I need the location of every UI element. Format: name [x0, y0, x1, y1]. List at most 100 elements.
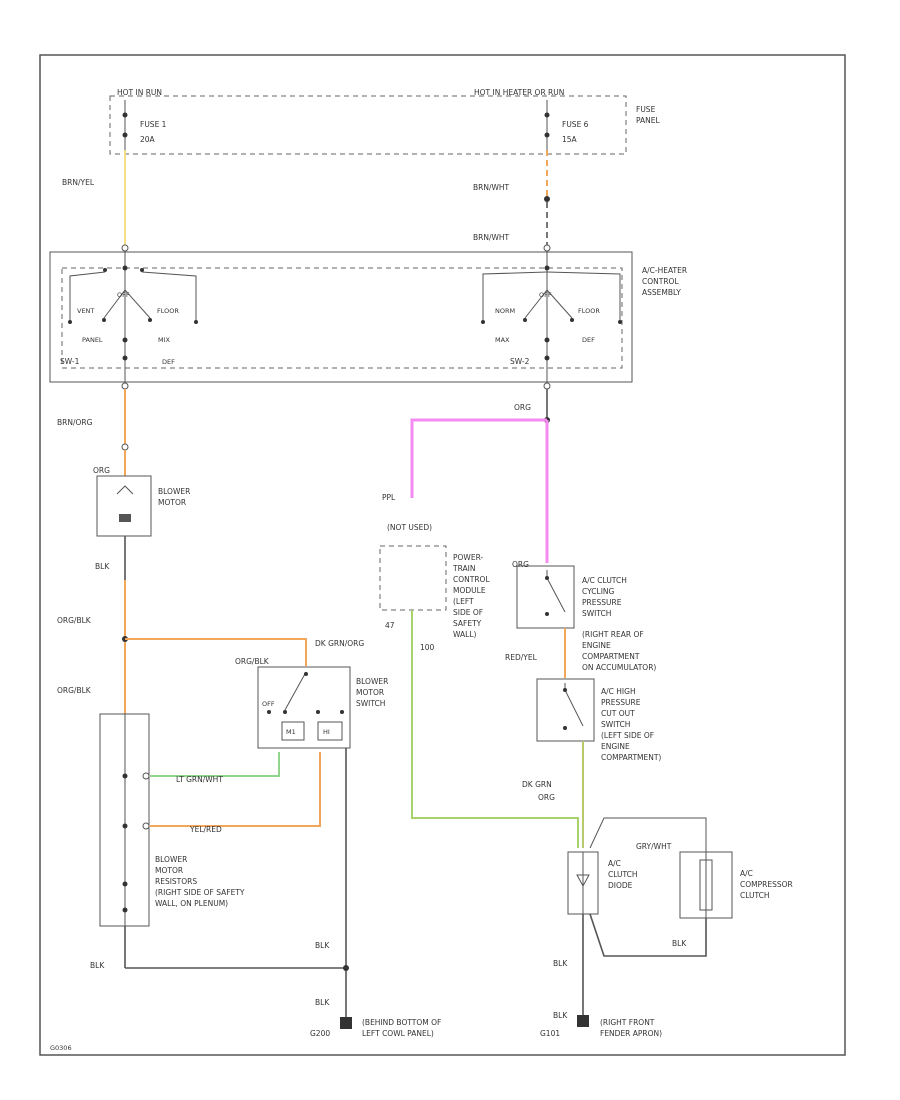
cycling-label-8: ON ACCUMULATOR) — [582, 663, 656, 672]
ac-compressor-clutch: A/C COMPRESSOR CLUTCH — [679, 851, 793, 919]
label-blk-d: BLK — [553, 959, 568, 968]
label-brn-wht-2: BRN/WHT — [473, 233, 510, 242]
hp-label-7: COMPARTMENT) — [601, 753, 661, 762]
cycling-label-4: SWITCH — [582, 609, 611, 618]
switch-off: OFF — [262, 700, 275, 708]
pcm-pin-100: 100 — [420, 643, 435, 652]
hot-in-heater-label: HOT IN HEATER OR RUN — [474, 88, 564, 97]
g200-desc-2: LEFT COWL PANEL) — [362, 1029, 434, 1038]
blower-motor-resistor: BLOWER MOTOR RESISTORS (RIGHT SIDE OF SA… — [99, 713, 245, 927]
ac-clutch-diode: A/C CLUTCH DIODE — [567, 851, 638, 915]
cycling-label-7: COMPARTMENT — [582, 652, 640, 661]
label-brn-yel: BRN/YEL — [62, 178, 95, 187]
blower-motor-label-1: BLOWER — [158, 487, 190, 496]
wire-yel-red — [150, 752, 321, 827]
label-gry-wht: GRY/WHT — [636, 842, 672, 851]
wire-dk-grn — [411, 610, 579, 848]
hp-label-3: CUT OUT — [601, 709, 635, 718]
cycling-label-6: ENGINE — [582, 641, 611, 650]
label-blk-e: BLK — [553, 1011, 568, 1020]
blower-motor-switch: BLOWER MOTOR SWITCH OFF M1 HI — [257, 666, 388, 749]
label-yel-red: YEL/RED — [189, 825, 222, 834]
cycling-label-5: (RIGHT REAR OF — [582, 630, 644, 639]
cycling-label-1: A/C CLUTCH — [582, 576, 627, 585]
powertrain-control-module: POWER- TRAIN CONTROL MODULE (LEFT SIDE O… — [379, 545, 490, 652]
g101-desc-2: FENDER APRON) — [600, 1029, 662, 1038]
sw2-def: DEF — [582, 336, 595, 344]
pcm-label-6: SIDE OF — [453, 608, 483, 617]
fuse-6-label: FUSE 6 — [562, 120, 589, 129]
figure-id: G0306 — [50, 1044, 72, 1052]
cycling-label-2: CYCLING — [582, 587, 615, 596]
sw2-max: MAX — [495, 336, 510, 344]
label-org-blk-1: ORG/BLK — [57, 616, 92, 625]
cycling-label-3: PRESSURE — [582, 598, 622, 607]
switch-label-1: BLOWER — [356, 677, 388, 686]
label-org-blk-3: ORG/BLK — [235, 657, 270, 666]
label-org-2: ORG — [514, 403, 531, 412]
label-org-cycling: ORG — [512, 560, 529, 569]
wire-lt-grn-wht — [150, 752, 280, 777]
pcm-label-3: CONTROL — [453, 575, 490, 584]
g200-label: G200 — [310, 1029, 330, 1038]
g200-desc-1: (BEHIND BOTTOM OF — [362, 1018, 441, 1027]
label-blk-motor: BLK — [95, 562, 110, 571]
sw2-norm: NORM — [495, 307, 515, 315]
sw1-off: OFF — [117, 291, 130, 299]
diode-label-3: DIODE — [608, 881, 633, 890]
blower-motor: BLOWER MOTOR — [96, 475, 190, 537]
pcm-label-8: WALL) — [453, 630, 476, 639]
hp-label-6: ENGINE — [601, 742, 630, 751]
label-blk-a: BLK — [90, 961, 105, 970]
resistor-label-1: BLOWER — [155, 855, 187, 864]
cycling-pressure-switch: A/C CLUTCH CYCLING PRESSURE SWITCH (RIGH… — [516, 565, 656, 672]
sw2-label: SW-2 — [510, 357, 530, 366]
label-ppl: PPL — [382, 493, 396, 502]
sw1-panel: PANEL — [82, 336, 103, 344]
label-dk-grn-org: DK GRN/ORG — [315, 639, 364, 648]
fuse-1-label: FUSE 1 — [140, 120, 167, 129]
compressor-label-1: A/C — [740, 869, 753, 878]
control-label-2: CONTROL — [642, 277, 679, 286]
fuse-panel: HOT IN RUN HOT IN HEATER OR RUN FUSE 1 2… — [109, 88, 661, 155]
hp-label-4: SWITCH — [601, 720, 630, 729]
switch-lo: M1 — [286, 728, 296, 736]
sw2-floor: FLOOR — [578, 307, 600, 315]
fuse-6-amp: 15A — [562, 135, 578, 144]
sw1-mix: MIX — [158, 336, 171, 344]
wire-ppl-pcm — [410, 418, 547, 498]
label-blk-clutch: BLK — [672, 939, 687, 948]
fuse-panel-label-1: FUSE — [636, 105, 656, 114]
g101-label: G101 — [540, 1029, 560, 1038]
fuse-panel-label-2: PANEL — [636, 116, 661, 125]
label-lt-grn-wht: LT GRN/WHT — [176, 775, 223, 784]
compressor-label-2: COMPRESSOR — [740, 880, 793, 889]
pcm-label-5: (LEFT — [453, 597, 474, 606]
sw2-off: OFF — [539, 291, 552, 299]
label-dk-grn: DK GRN — [522, 780, 552, 789]
pcm-pin-47: 47 — [385, 621, 395, 630]
switch-label-2: MOTOR — [356, 688, 384, 697]
g101-desc-1: (RIGHT FRONT — [600, 1018, 655, 1027]
high-pressure-switch: A/C HIGH PRESSURE CUT OUT SWITCH (LEFT S… — [536, 678, 661, 762]
sw1-floor: FLOOR — [157, 307, 179, 315]
label-org-3: ORG — [538, 793, 555, 802]
diode-label-2: CLUTCH — [608, 870, 638, 879]
fuse-1-amp: 20A — [140, 135, 156, 144]
resistor-label-2: MOTOR — [155, 866, 183, 875]
pcm-label-2: TRAIN — [452, 564, 475, 573]
sw1-def: DEF — [162, 358, 175, 366]
label-brn-wht-1: BRN/WHT — [473, 183, 510, 192]
blower-motor-label-2: MOTOR — [158, 498, 186, 507]
label-red-yel: RED/YEL — [505, 653, 538, 662]
resistor-label-5: WALL, ON PLENUM) — [155, 899, 228, 908]
wire-org-blk-to-switch — [125, 638, 307, 666]
hp-label-2: PRESSURE — [601, 698, 641, 707]
label-brn-org: BRN/ORG — [57, 418, 93, 427]
control-label-3: ASSEMBLY — [642, 288, 681, 297]
hp-label-5: (LEFT SIDE OF — [601, 731, 654, 740]
control-assembly: A/C-HEATER CONTROL ASSEMBLY OFF VENT FLO… — [49, 251, 687, 383]
label-not-used: (NOT USED) — [387, 523, 432, 532]
hot-in-run-label: HOT IN RUN — [117, 88, 162, 97]
